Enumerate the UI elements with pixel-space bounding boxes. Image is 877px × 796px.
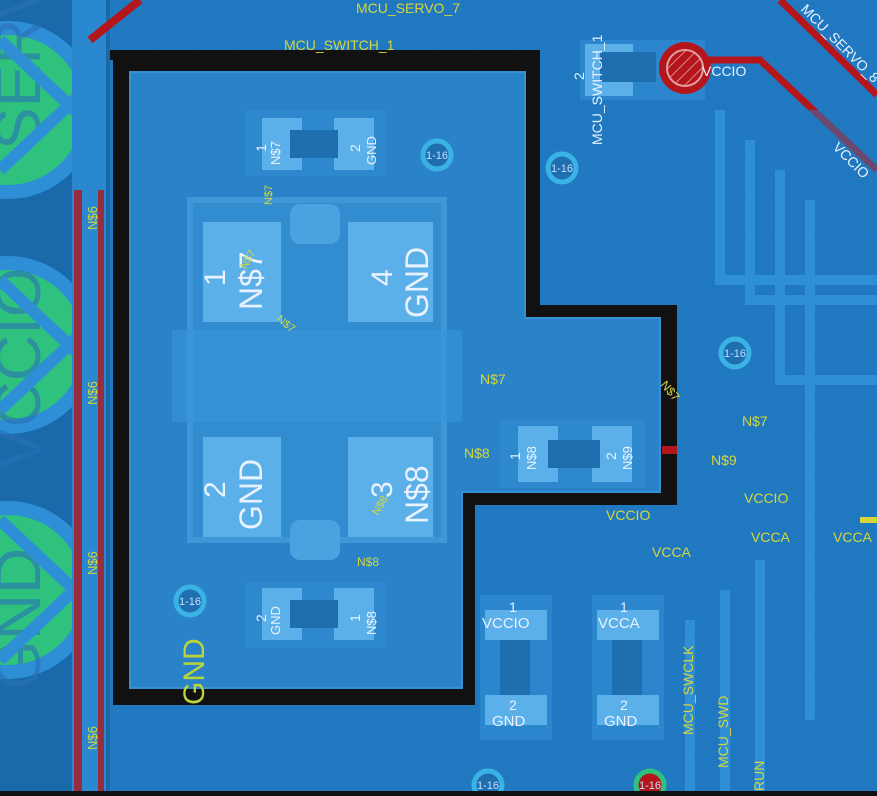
- svg-text:GND: GND: [364, 136, 379, 165]
- svg-text:N$7: N$7: [480, 371, 506, 387]
- svg-text:VCCIO: VCCIO: [606, 507, 650, 523]
- svg-text:1: 1: [347, 614, 363, 622]
- svg-text:N$9: N$9: [620, 446, 635, 470]
- via[interactable]: 1-16: [718, 336, 752, 370]
- svg-text:3: 3: [366, 481, 399, 498]
- svg-text:1-16: 1-16: [179, 596, 201, 608]
- capacitor-vccio[interactable]: 1 VCCIO 2 GND: [480, 595, 552, 740]
- svg-text:VCCA: VCCA: [833, 529, 873, 545]
- svg-text:GND: GND: [604, 713, 638, 730]
- label-mcu-servo-7: MCU_SERVO_7: [356, 0, 460, 16]
- svg-text:1: 1: [253, 144, 269, 152]
- svg-text:GND: GND: [268, 606, 283, 635]
- svg-text:N$7: N$7: [263, 185, 275, 205]
- resistor-middle[interactable]: 1 N$8 2 N$9: [500, 420, 645, 488]
- svg-text:N$6: N$6: [85, 551, 100, 575]
- svg-text:N$8: N$8: [364, 611, 379, 635]
- svg-text:N$7: N$7: [268, 141, 283, 165]
- svg-text:2: 2: [199, 481, 232, 498]
- via[interactable]: 1-16: [633, 768, 667, 796]
- svg-text:VCCA: VCCA: [652, 544, 692, 560]
- svg-text:1-16: 1-16: [724, 348, 746, 360]
- resistor-bottom[interactable]: 2 GND 1 N$8: [245, 582, 385, 648]
- svg-text:1: 1: [509, 599, 517, 615]
- svg-text:N$6: N$6: [85, 726, 100, 750]
- vias: 1-16 1-16 1-16 1-16 1-16 1-16: [173, 138, 752, 796]
- svg-text:2: 2: [620, 697, 628, 713]
- capacitor-vcca[interactable]: 1 VCCA 2 GND: [592, 595, 664, 740]
- svg-text:1-16: 1-16: [477, 780, 499, 791]
- svg-text:2: 2: [603, 452, 619, 460]
- svg-text:N$7: N$7: [742, 413, 768, 429]
- svg-text:VCCA: VCCA: [598, 615, 640, 632]
- svg-text:MCU_SWCLK: MCU_SWCLK: [680, 645, 696, 735]
- svg-text:GND: GND: [233, 459, 269, 530]
- svg-text:VCCIO: VCCIO: [744, 490, 788, 506]
- svg-text:1: 1: [507, 452, 523, 460]
- svg-text:1-16: 1-16: [426, 150, 448, 162]
- svg-text:N$9: N$9: [711, 452, 737, 468]
- svg-text:N$8: N$8: [399, 465, 435, 524]
- q1-pad-2[interactable]: [203, 437, 281, 537]
- label-vccio-top: VCCIO: [702, 63, 746, 79]
- resistor-top[interactable]: 1 N$7 2 GND: [245, 110, 385, 176]
- svg-text:2: 2: [253, 614, 269, 622]
- transistor-q1[interactable]: 1 N$7 4 GND 2 GND 3 N$8 N$7 N$8: [172, 197, 462, 560]
- svg-text:N$8: N$8: [464, 445, 490, 461]
- q1-pad-4[interactable]: [348, 222, 433, 322]
- svg-text:MCU_SWITCH_1: MCU_SWITCH_1: [589, 34, 605, 145]
- switch-pad[interactable]: 2 MCU_SWITCH_1: [571, 34, 711, 145]
- q1-pad-1[interactable]: [203, 222, 281, 322]
- svg-text:GND: GND: [492, 713, 526, 730]
- svg-text:N$6: N$6: [85, 206, 100, 230]
- svg-text:N$6: N$6: [85, 381, 100, 405]
- svg-text:2: 2: [347, 144, 363, 152]
- svg-text:VCCIO: VCCIO: [482, 615, 530, 632]
- label-gnd-large: GND: [178, 638, 211, 705]
- svg-text:MCU_SWD: MCU_SWD: [715, 696, 731, 768]
- svg-text:1-16: 1-16: [551, 163, 573, 175]
- svg-text:GND: GND: [399, 247, 435, 318]
- svg-text:1: 1: [199, 269, 232, 286]
- label-mcu-switch-1: MCU_SWITCH_1: [284, 37, 395, 53]
- svg-text:2: 2: [509, 697, 517, 713]
- right-traces: [685, 110, 877, 791]
- svg-text:1: 1: [620, 599, 628, 615]
- svg-text:VCCA: VCCA: [751, 529, 791, 545]
- svg-text:RUN: RUN: [751, 761, 767, 791]
- svg-text:N$8: N$8: [524, 446, 539, 470]
- svg-text:N$7: N$7: [233, 251, 269, 310]
- svg-text:1-16: 1-16: [639, 780, 661, 791]
- svg-text:N$8: N$8: [357, 555, 379, 569]
- svg-text:2: 2: [571, 72, 587, 80]
- via[interactable]: 1-16: [471, 768, 505, 796]
- svg-text:4: 4: [366, 269, 399, 286]
- via[interactable]: 1-16: [545, 151, 579, 185]
- via[interactable]: 1-16: [420, 138, 454, 172]
- q1-pad-3[interactable]: [348, 437, 433, 537]
- via[interactable]: 1-16: [173, 584, 207, 618]
